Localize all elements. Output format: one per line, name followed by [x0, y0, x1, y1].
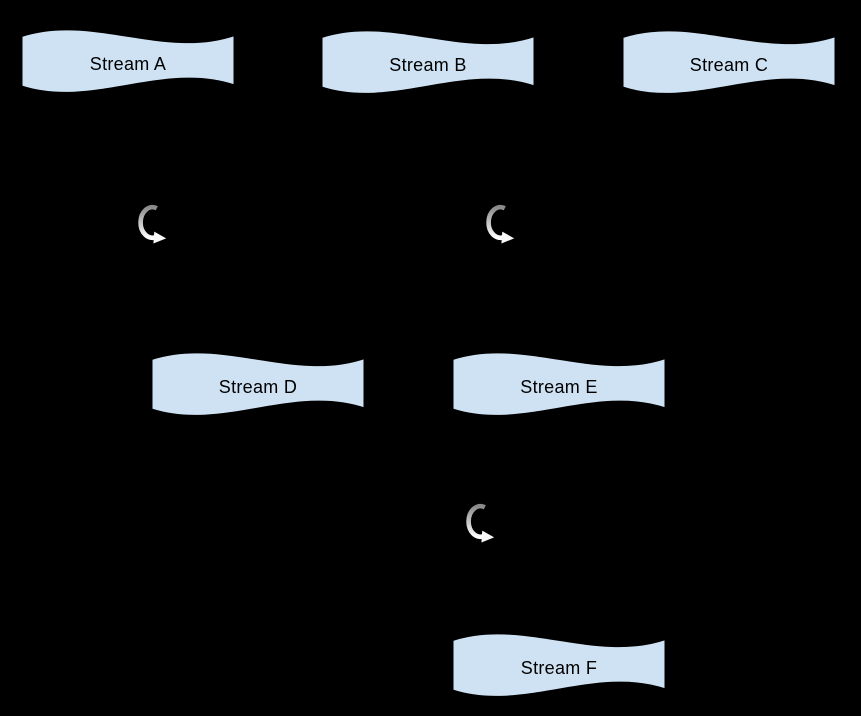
loop-arrow-icon [461, 499, 495, 546]
wave-shape [20, 28, 236, 94]
node-label: Stream F [520, 657, 598, 678]
node-label: Stream B [389, 54, 467, 75]
node-label: Stream D [218, 376, 298, 397]
node-stream-f: Stream F [451, 628, 667, 701]
node-label: Stream C [689, 54, 769, 75]
node-stream-b: Stream B [320, 25, 536, 98]
wave-shape [451, 351, 667, 417]
loop-arrow-icon [133, 200, 167, 247]
node-stream-c: Stream C [621, 25, 837, 98]
wave-shape [451, 632, 667, 698]
wave-shape [621, 29, 837, 95]
node-label: Stream A [89, 53, 167, 74]
node-stream-a: Stream A [20, 24, 236, 97]
node-label: Stream E [520, 376, 598, 397]
node-stream-e: Stream E [451, 347, 667, 420]
node-stream-d: Stream D [150, 347, 366, 420]
loop-arrow-icon [481, 200, 515, 247]
wave-shape [320, 29, 536, 95]
wave-shape [150, 351, 366, 417]
